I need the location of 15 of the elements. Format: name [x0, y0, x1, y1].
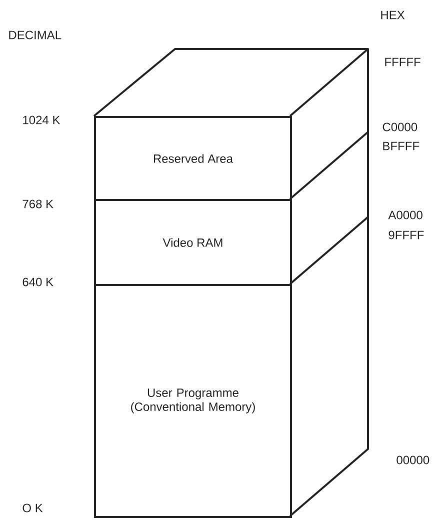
address-label: FFFFF	[385, 58, 420, 66]
address-label: 1024 K	[23, 116, 60, 124]
address-label: C0000	[382, 122, 418, 132]
memory-region-box: Video RAM	[94, 199, 292, 286]
memory-region-box: User Programme (Conventional Memory)	[94, 284, 292, 518]
address-label: A0000	[388, 210, 422, 220]
memory-region-box: Reserved Area	[94, 116, 292, 201]
address-label: DECIMAL	[9, 30, 62, 40]
address-label: O K	[22, 504, 43, 512]
address-label: BFFFF	[383, 142, 420, 150]
address-label: 9FFFF	[388, 230, 424, 240]
address-label: 768 K	[22, 200, 54, 208]
address-label: HEX	[381, 10, 405, 20]
address-label: 00000	[396, 456, 430, 464]
address-label: 640 K	[22, 278, 54, 286]
